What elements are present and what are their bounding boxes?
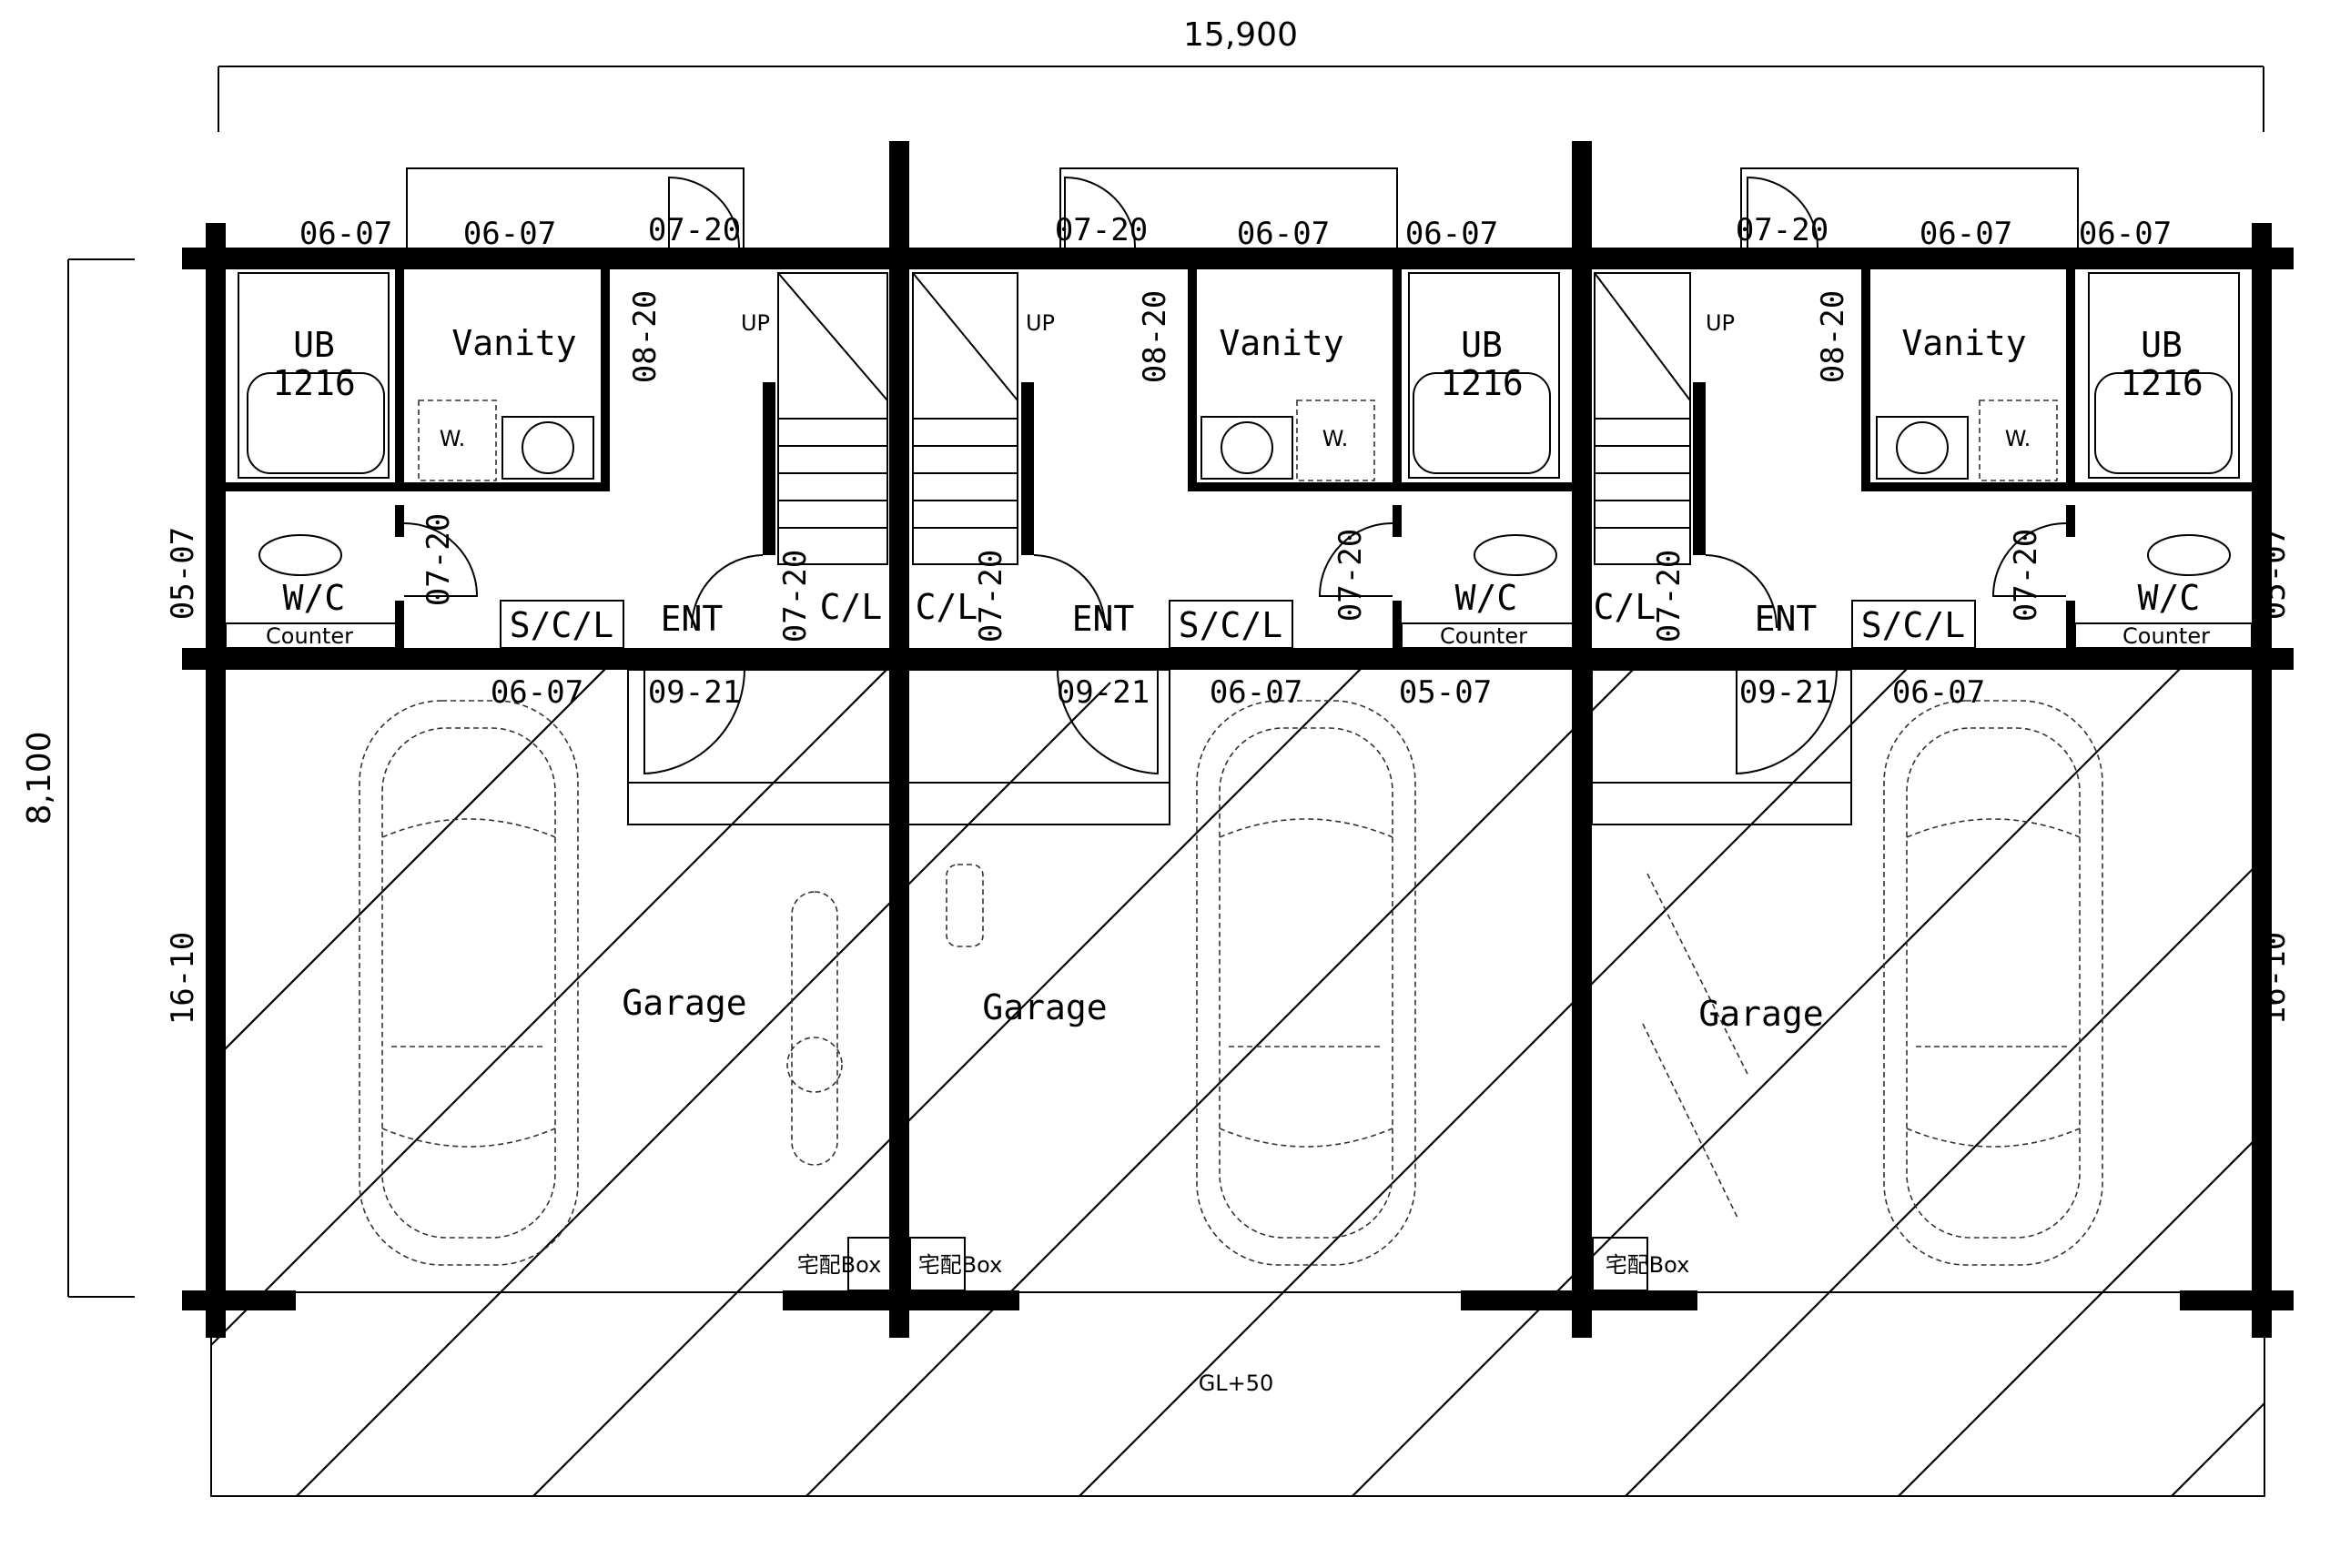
unit3-window-side: 05-07 — [2256, 527, 2293, 620]
unit2-ent-label: ENT — [1072, 599, 1135, 639]
garage-hatching — [211, 669, 2264, 1497]
unit2-up-label: UP — [1026, 310, 1055, 336]
unit1-window-top-b: 06-07 — [463, 216, 556, 252]
unit1-garage-label: Garage — [622, 983, 746, 1023]
unit1-bathroom-size: 1216 — [272, 363, 356, 403]
unit2-counter-label: Counter — [1440, 623, 1527, 649]
unit1-washer-label: W. — [440, 426, 466, 451]
delivery-box-label-3: 宅配Box — [1606, 1252, 1690, 1278]
unit3-garage-label: Garage — [1698, 994, 1823, 1034]
porches — [406, 167, 2079, 825]
unit1-up-label: UP — [741, 310, 770, 336]
unit1-window-side: 05-07 — [165, 527, 201, 620]
unit1-counter-label: Counter — [266, 623, 353, 649]
unit2-door-vanity: 08-20 — [1137, 290, 1173, 383]
unit-2: UB 1216 Vanity W. W/C Counter S/C/L ENT … — [916, 212, 1527, 1027]
unit1-window-bottom: 06-07 — [491, 674, 583, 711]
unit3-door-cl: 07-20 — [1651, 550, 1687, 642]
unit1-scl-label: S/C/L — [510, 605, 613, 645]
width-label: 15,900 — [1183, 16, 1298, 54]
unit2-washer-label: W. — [1322, 426, 1349, 451]
unit1-bathroom-label: UB — [293, 325, 335, 365]
unit2-door-ent: 09-21 — [1057, 674, 1150, 711]
unit2-window-bottom-a: 06-07 — [1210, 674, 1302, 711]
unit2-door-wc: 07-20 — [1332, 529, 1369, 622]
width-dimension: 15,900 — [218, 16, 2264, 132]
height-dimension: 8,100 — [21, 258, 135, 1298]
motorcycle-icon — [786, 891, 843, 1166]
unit3-door-vanity: 08-20 — [1815, 290, 1851, 383]
unit1-window-top-a: 06-07 — [299, 216, 392, 252]
garage-window-left: 16-10 — [165, 932, 201, 1025]
bicycles-icon — [1642, 873, 1748, 1220]
unit2-door-top: 07-20 — [1055, 212, 1148, 248]
unit2-window-bottom-b: 05-07 — [1399, 674, 1492, 711]
unit3-door-top: 07-20 — [1736, 212, 1829, 248]
unit3-counter-label: Counter — [2122, 623, 2210, 649]
unit3-bathroom-label: UB — [2141, 325, 2183, 365]
unit2-wc-label: W/C — [1455, 578, 1518, 618]
car-2 — [1196, 700, 1416, 1266]
unit3-bathroom-size: 1216 — [2120, 363, 2203, 403]
unit2-vanity-label: Vanity — [1219, 323, 1343, 363]
unit3-up-label: UP — [1706, 310, 1735, 336]
unit1-door-vanity: 08-20 — [627, 290, 664, 383]
unit2-door-cl: 07-20 — [973, 550, 1009, 642]
car-1 — [359, 700, 579, 1266]
unit2-window-top-a: 06-07 — [1237, 216, 1330, 252]
unit-1: UB 1216 Vanity W. W/C Counter S/C/L ENT … — [165, 212, 882, 1023]
unit1-door-wc: 07-20 — [420, 513, 457, 606]
fixtures — [210, 176, 2265, 1291]
unit3-washer-label: W. — [2005, 426, 2031, 451]
unit1-cl-label: C/L — [820, 587, 883, 627]
unit3-door-wc: 07-20 — [2008, 529, 2044, 622]
unit3-door-ent: 09-21 — [1739, 674, 1832, 711]
car-3 — [1883, 700, 2103, 1266]
unit3-vanity-label: Vanity — [1901, 323, 2026, 363]
unit3-ent-label: ENT — [1755, 599, 1818, 639]
unit2-bathroom-size: 1216 — [1440, 363, 1524, 403]
bicycle-icon — [946, 864, 984, 947]
unit2-bathroom-label: UB — [1461, 325, 1503, 365]
unit2-window-top-b: 06-07 — [1405, 216, 1498, 252]
ground-level-label: GL+50 — [1199, 1371, 1274, 1396]
unit3-window-top-a: 06-07 — [1920, 216, 2012, 252]
unit1-door-cl: 07-20 — [777, 550, 814, 642]
unit1-ent-label: ENT — [661, 599, 724, 639]
unit-3: UB 1216 Vanity W. W/C Counter S/C/L ENT … — [1594, 212, 2293, 1034]
height-label: 8,100 — [21, 731, 58, 824]
unit2-scl-label: S/C/L — [1179, 605, 1282, 645]
unit1-door-top: 07-20 — [648, 212, 741, 248]
garage-window-right: 16-10 — [2256, 932, 2293, 1025]
unit1-wc-label: W/C — [283, 578, 346, 618]
unit1-door-ent: 09-21 — [648, 674, 741, 711]
unit2-cl-label: C/L — [916, 587, 978, 627]
unit1-vanity-label: Vanity — [451, 323, 576, 363]
site-outline — [210, 1291, 2265, 1497]
unit3-window-bottom: 06-07 — [1892, 674, 1985, 711]
unit3-wc-label: W/C — [2138, 578, 2201, 618]
delivery-box-label-2: 宅配Box — [918, 1252, 1003, 1278]
unit2-garage-label: Garage — [982, 987, 1107, 1027]
delivery-box-label-1: 宅配Box — [797, 1252, 882, 1278]
unit3-window-top-b: 06-07 — [2079, 216, 2172, 252]
walls — [182, 141, 2294, 1338]
unit3-cl-label: C/L — [1594, 587, 1656, 627]
unit3-scl-label: S/C/L — [1861, 605, 1965, 645]
